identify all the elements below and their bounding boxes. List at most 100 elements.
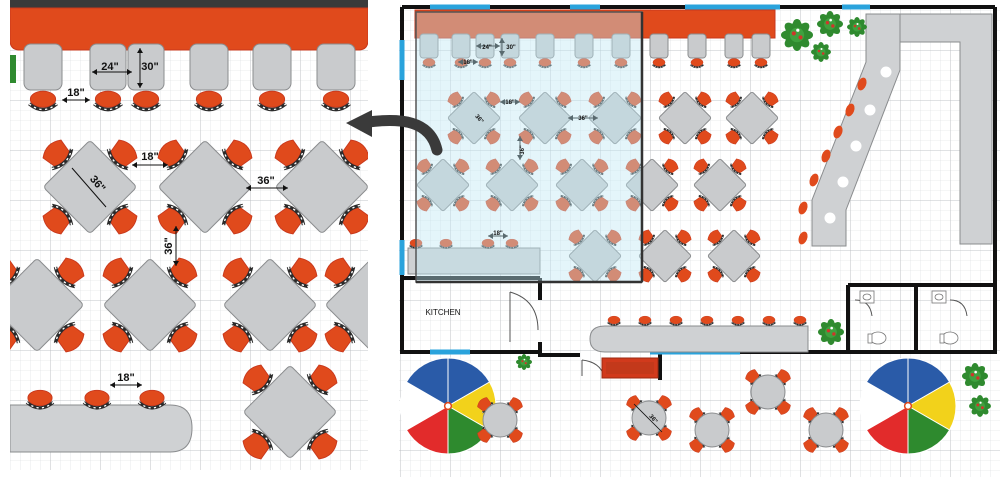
bar-sink [880, 66, 892, 78]
dimension-marker [568, 115, 598, 121]
round-table-4-seat [745, 369, 791, 415]
window-counter [589, 325, 809, 353]
east-wall [658, 7, 997, 380]
chair [604, 229, 622, 247]
chair [674, 265, 692, 283]
chair [725, 127, 743, 145]
south-wall-a [538, 352, 580, 357]
dimension-marker [110, 382, 142, 388]
booth-seat [451, 33, 471, 69]
chair [286, 321, 318, 353]
round-table-4-seat [626, 395, 672, 441]
chair [447, 91, 465, 109]
square-table-4-seat [725, 91, 779, 145]
square-table-4-seat [707, 229, 761, 283]
square-table-4-seat [102, 257, 198, 353]
bar-stool [502, 58, 518, 69]
dimension-label: 18" [117, 372, 134, 384]
booth-seat [316, 43, 356, 112]
banquette-counter [10, 7, 368, 51]
booth-seat [89, 43, 127, 112]
chair [274, 139, 306, 171]
zoomed-detail-panel [10, 0, 368, 460]
booth-seat [419, 33, 439, 69]
chair [166, 321, 198, 353]
patio-umbrella-icon [859, 357, 957, 455]
bar-stool [504, 238, 520, 249]
bar-stool [798, 201, 808, 215]
bar-stool [93, 90, 123, 112]
square-table-4-seat [10, 257, 85, 353]
dimension-label: 18" [67, 87, 84, 99]
round-table-4-seat [477, 397, 523, 443]
square-table-4-seat [416, 158, 470, 212]
potted-plant-icon [781, 19, 813, 51]
chair [661, 158, 679, 176]
square-table-4-seat [485, 158, 539, 212]
banquette-counter [414, 9, 776, 39]
bar-stool [753, 58, 769, 69]
chair [106, 203, 138, 235]
chair [452, 158, 470, 176]
square-table-4-seat [447, 91, 501, 145]
chair [693, 158, 711, 176]
bar-stool [699, 315, 715, 326]
chair [324, 321, 356, 353]
bar-stool [421, 58, 437, 69]
chair [694, 91, 712, 109]
bar-stool [480, 238, 496, 249]
chair [693, 194, 711, 212]
chair [338, 139, 368, 171]
banquette-back [10, 0, 368, 8]
square-table-4-seat [274, 139, 368, 235]
chair [674, 229, 692, 247]
door-swing [509, 291, 539, 342]
chair [306, 428, 338, 460]
chair [591, 194, 609, 212]
chair [10, 257, 21, 289]
dimension-marker [517, 136, 523, 160]
chair [658, 91, 676, 109]
door-swing [854, 299, 873, 317]
chair [10, 321, 21, 353]
bar-stool [257, 90, 287, 112]
chair [306, 364, 338, 396]
bar-stool [809, 173, 819, 187]
chair [53, 257, 85, 289]
booth-seat [687, 33, 707, 69]
chair [729, 194, 747, 212]
bar-stool [730, 315, 746, 326]
chair [554, 91, 572, 109]
dimension-label: 18" [493, 231, 503, 237]
bar-stool [637, 315, 653, 326]
magnifier-frame [415, 11, 643, 283]
overall-floor-plan-panel: KITCHEN [399, 4, 997, 455]
chair [483, 127, 501, 145]
bar-stool [651, 58, 667, 69]
booth-seat [127, 43, 165, 112]
dimension-marker [458, 59, 478, 65]
chair [591, 158, 609, 176]
chair [274, 203, 306, 235]
bar-stool [613, 58, 629, 69]
chair [416, 194, 434, 212]
square-table-4-seat [658, 91, 712, 145]
chair [485, 194, 503, 212]
dimension-marker [246, 185, 288, 191]
booth-seat [751, 33, 771, 69]
chair [221, 139, 253, 171]
chair [743, 229, 761, 247]
chair [555, 158, 573, 176]
square-table-4-seat [42, 139, 138, 235]
booth-seat [649, 33, 669, 69]
bar-stool [821, 149, 831, 163]
chair [521, 158, 539, 176]
chair [743, 265, 761, 283]
patio-planter-inner [606, 362, 654, 374]
chair [242, 428, 274, 460]
potted-plant-icon [811, 42, 831, 62]
bar-stool [726, 58, 742, 69]
chair [518, 91, 536, 109]
round-table-4-seat [689, 407, 735, 453]
booth-seat [189, 43, 229, 112]
